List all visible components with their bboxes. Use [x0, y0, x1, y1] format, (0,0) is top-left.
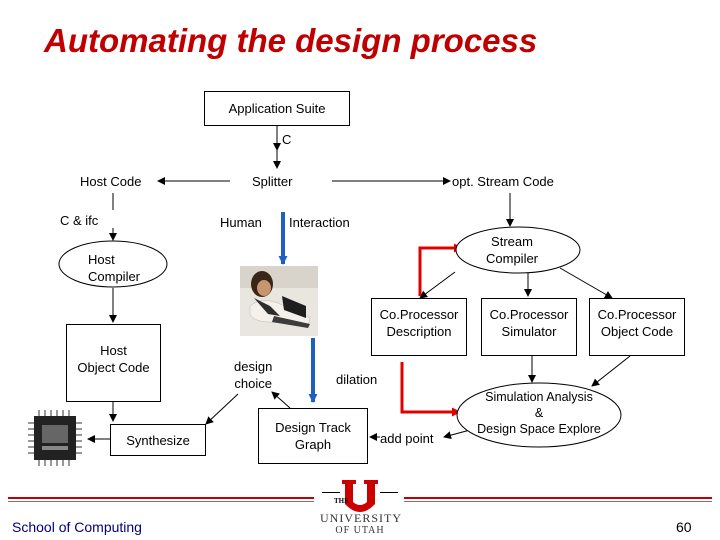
host-compiler-line1: Host	[88, 252, 115, 267]
coprocessor-object-code-box: Co.Processor Object Code	[589, 298, 685, 356]
host-object-code-line1: Host	[100, 343, 127, 358]
stream-compiler-line1: Stream	[491, 234, 533, 249]
design-track-graph-box: Design Track Graph	[258, 408, 368, 464]
host-code-label: Host Code	[80, 174, 142, 189]
host-compiler-label: Host Compiler	[88, 251, 140, 285]
footer-rule-right	[404, 497, 712, 502]
host-object-code-box: Host Object Code	[66, 324, 161, 402]
coprocessor-simulator-box: Co.Processor Simulator	[481, 298, 577, 356]
university-of-utah-logo	[322, 480, 398, 512]
processor-chip-icon	[28, 410, 82, 466]
simulation-analysis-ellipse	[456, 382, 622, 448]
stream-compiler-line2: Compiler	[486, 251, 539, 266]
host-object-code-line2: Object Code	[77, 360, 150, 375]
interaction-label: Interaction	[289, 215, 350, 230]
simulation-analysis-line1: Simulation Analysis	[485, 390, 593, 404]
simulation-analysis-line2: &	[534, 406, 544, 420]
simulation-analysis-label: Simulation Analysis & Design Space Explo…	[463, 389, 615, 437]
logo-university: UNIVERSITY	[320, 511, 402, 525]
application-suite-box: Application Suite	[204, 91, 350, 126]
edge-track-to-choice	[271, 391, 291, 409]
coprocessor-object-code-line2: Object Code	[600, 324, 674, 339]
design-choice-label: design choice	[234, 358, 272, 392]
simulation-analysis-line3: Design Space Explore	[477, 422, 601, 436]
opt-stream-code-label: opt. Stream Code	[452, 174, 554, 189]
logo-of-utah: OF UTAH	[335, 525, 385, 536]
person-laptop-photo	[240, 266, 318, 336]
school-of-computing: School of Computing	[12, 519, 142, 535]
coprocessor-description-box: Co.Processor Description	[371, 298, 467, 356]
design-track-line1: Design Track	[275, 420, 351, 435]
edge-compiler-to-desc	[419, 271, 456, 299]
feedback-arrow-bottom	[400, 362, 461, 417]
stream-compiler-label: Stream Compiler	[486, 233, 538, 267]
c-label: C	[282, 132, 292, 147]
c-ifc-label: C & ifc	[60, 213, 99, 228]
edge-compiler-to-obj	[559, 267, 613, 299]
synthesize-box: Synthesize	[110, 424, 206, 456]
edge-analysis-to-addpoint	[443, 429, 471, 440]
stream-compiler-ellipse	[455, 226, 581, 274]
slide-title: Automating the design process	[44, 22, 538, 59]
add-point-label: add point	[380, 431, 434, 446]
edge-choice-to-synth	[205, 393, 239, 425]
dilation-label: dilation	[336, 372, 378, 387]
coprocessor-description-line1: Co.Processor	[379, 307, 459, 322]
host-compiler-ellipse	[58, 240, 168, 288]
design-choice-line1: design	[234, 359, 273, 374]
design-choice-line2: choice	[234, 376, 272, 391]
edge-obj-to-analysis	[591, 355, 631, 387]
host-compiler-line2: Compiler	[88, 269, 141, 284]
application-suite-label: Application Suite	[228, 101, 326, 116]
human-label: Human	[220, 215, 262, 230]
logo-the: THE	[334, 497, 349, 505]
coprocessor-description-line2: Description	[386, 324, 452, 339]
splitter-label: Splitter	[252, 174, 293, 189]
coprocessor-simulator-line2: Simulator	[501, 324, 557, 339]
synthesize-label: Synthesize	[126, 432, 190, 448]
coprocessor-simulator-line1: Co.Processor	[489, 307, 569, 322]
feedback-arrow-top	[418, 243, 463, 296]
coprocessor-object-code-line1: Co.Processor	[597, 307, 677, 322]
design-track-line2: Graph	[294, 437, 332, 452]
page-number: 60	[676, 519, 692, 535]
footer-rule-left	[8, 497, 314, 502]
